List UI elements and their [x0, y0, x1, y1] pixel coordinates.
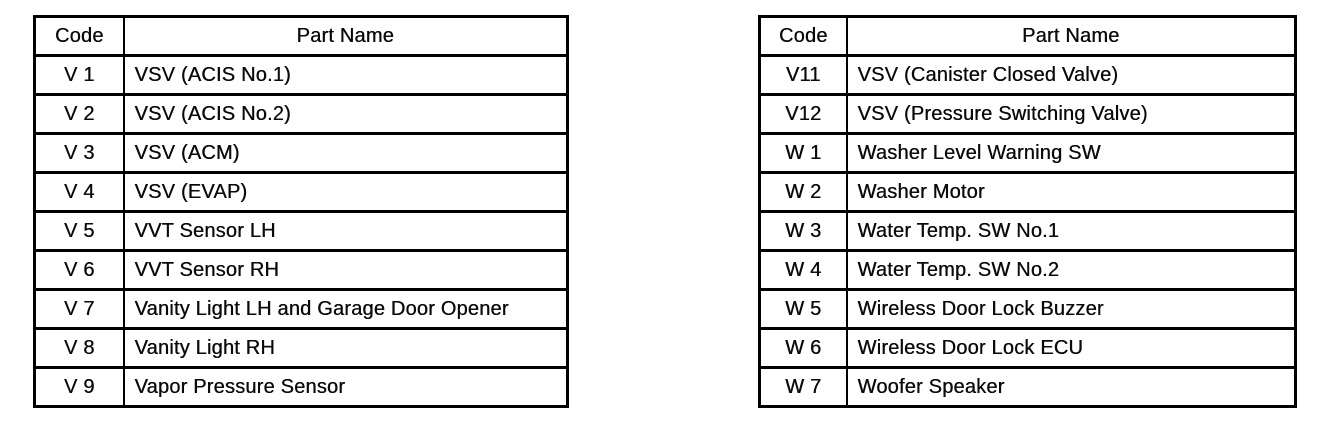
code-cell: V 6 — [33, 249, 125, 291]
table-row: V 2 VSV (ACIS No.2) — [33, 93, 569, 135]
code-cell: V 1 — [33, 54, 125, 96]
part-name-cell: Woofer Speaker — [845, 366, 1297, 408]
code-cell: V 5 — [33, 210, 125, 252]
code-cell: V 2 — [33, 93, 125, 135]
table-row: W 3 Water Temp. SW No.1 — [758, 210, 1297, 252]
parts-code-table-left: Code Part Name V 1 VSV (ACIS No.1) V 2 V… — [33, 15, 569, 408]
code-column-header: Code — [758, 15, 848, 57]
table-row: W 4 Water Temp. SW No.2 — [758, 249, 1297, 291]
part-name-cell: Washer Motor — [845, 171, 1297, 213]
part-name-cell: Wireless Door Lock Buzzer — [845, 288, 1297, 330]
table-row: V 7 Vanity Light LH and Garage Door Open… — [33, 288, 569, 330]
code-cell: V 4 — [33, 171, 125, 213]
table-row: V 8 Vanity Light RH — [33, 327, 569, 369]
part-name-cell: Vanity Light LH and Garage Door Opener — [122, 288, 569, 330]
table-row: V 3 VSV (ACM) — [33, 132, 569, 174]
code-cell: W 6 — [758, 327, 848, 369]
part-name-cell: VSV (ACIS No.2) — [122, 93, 569, 135]
part-name-cell: Vanity Light RH — [122, 327, 569, 369]
code-cell: W 7 — [758, 366, 848, 408]
code-cell: V12 — [758, 93, 848, 135]
table-row: W 5 Wireless Door Lock Buzzer — [758, 288, 1297, 330]
table-header-row: Code Part Name — [758, 15, 1297, 57]
table-row: V 1 VSV (ACIS No.1) — [33, 54, 569, 96]
code-cell: W 3 — [758, 210, 848, 252]
table-row: V11 VSV (Canister Closed Valve) — [758, 54, 1297, 96]
table-row: V 9 Vapor Pressure Sensor — [33, 366, 569, 408]
code-cell: W 2 — [758, 171, 848, 213]
part-name-cell: VVT Sensor LH — [122, 210, 569, 252]
code-cell: W 4 — [758, 249, 848, 291]
table-row: V 4 VSV (EVAP) — [33, 171, 569, 213]
code-cell: W 5 — [758, 288, 848, 330]
table-row: W 2 Washer Motor — [758, 171, 1297, 213]
part-name-column-header: Part Name — [122, 15, 569, 57]
table-row: W 6 Wireless Door Lock ECU — [758, 327, 1297, 369]
table-row: V12 VSV (Pressure Switching Valve) — [758, 93, 1297, 135]
table-row: W 1 Washer Level Warning SW — [758, 132, 1297, 174]
part-name-cell: Wireless Door Lock ECU — [845, 327, 1297, 369]
table-header-row: Code Part Name — [33, 15, 569, 57]
part-name-column-header: Part Name — [845, 15, 1297, 57]
code-cell: V11 — [758, 54, 848, 96]
part-name-cell: Washer Level Warning SW — [845, 132, 1297, 174]
code-column-header: Code — [33, 15, 125, 57]
part-name-cell: VSV (ACM) — [122, 132, 569, 174]
parts-code-table-right: Code Part Name V11 VSV (Canister Closed … — [758, 15, 1297, 408]
part-name-cell: Vapor Pressure Sensor — [122, 366, 569, 408]
part-name-cell: VSV (ACIS No.1) — [122, 54, 569, 96]
part-name-cell: VSV (EVAP) — [122, 171, 569, 213]
code-cell: V 9 — [33, 366, 125, 408]
part-name-cell: VSV (Canister Closed Valve) — [845, 54, 1297, 96]
code-cell: V 3 — [33, 132, 125, 174]
part-name-cell: Water Temp. SW No.1 — [845, 210, 1297, 252]
code-cell: V 7 — [33, 288, 125, 330]
table-row: V 5 VVT Sensor LH — [33, 210, 569, 252]
part-name-cell: VSV (Pressure Switching Valve) — [845, 93, 1297, 135]
code-cell: V 8 — [33, 327, 125, 369]
table-row: V 6 VVT Sensor RH — [33, 249, 569, 291]
part-name-cell: VVT Sensor RH — [122, 249, 569, 291]
part-name-cell: Water Temp. SW No.2 — [845, 249, 1297, 291]
code-cell: W 1 — [758, 132, 848, 174]
table-row: W 7 Woofer Speaker — [758, 366, 1297, 408]
